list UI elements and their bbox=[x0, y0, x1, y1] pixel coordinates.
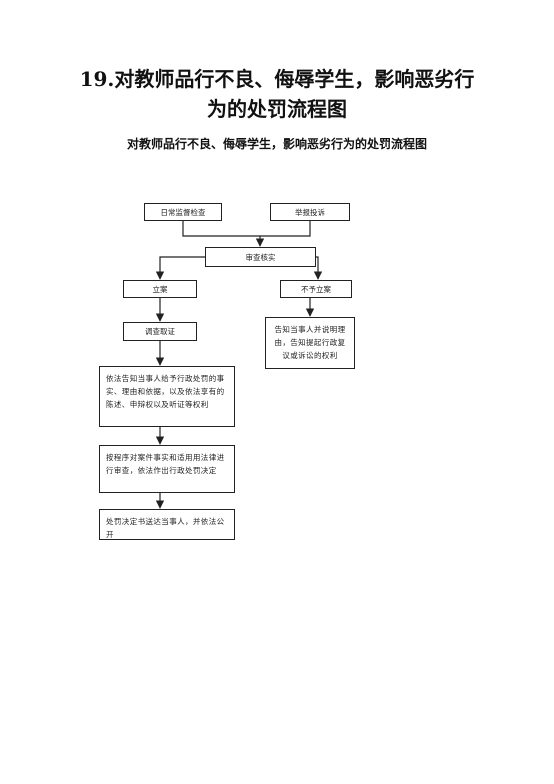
page-title-line1: 19.对教师品行不良、侮辱学生，影响恶劣行 bbox=[79, 67, 475, 91]
connector-review-to-file bbox=[155, 256, 206, 280]
node-report-complaint: 举报投诉 bbox=[270, 203, 350, 221]
page-title: 19.对教师品行不良、侮辱学生，影响恶劣行 为的处罚流程图 bbox=[40, 64, 514, 124]
connector-report-to-review bbox=[260, 220, 311, 237]
node-file-case: 立案 bbox=[123, 280, 197, 298]
node-notify-penalty: 依法告知当事人给予行政处罚的事实、理由和依据，以及依法享有的陈述、申辩权以及听证… bbox=[99, 366, 235, 427]
node-not-file-case: 不予立案 bbox=[280, 280, 352, 298]
diagram-title: 对教师品行不良、侮辱学生，影响恶劣行为的处罚流程图 bbox=[126, 137, 427, 151]
connector-review-to-notfile bbox=[313, 256, 323, 280]
node-notify-not-filed: 告知当事人并说明理由，告知提起行政复议或诉讼的权利 bbox=[265, 317, 355, 369]
node-daily-supervision: 日常监督检查 bbox=[144, 203, 222, 221]
node-review-verify: 审查核实 bbox=[205, 247, 316, 267]
connector-daily-to-review bbox=[182, 220, 265, 247]
node-deliver-decision: 处罚决定书送达当事人，并依法公开 bbox=[99, 509, 235, 540]
node-investigate: 调查取证 bbox=[123, 322, 197, 341]
node-review-decide: 按程序对案件事实和适用用法律进行审查，依法作出行政处罚决定 bbox=[99, 445, 235, 493]
page-title-line2: 为的处罚流程图 bbox=[207, 97, 347, 121]
